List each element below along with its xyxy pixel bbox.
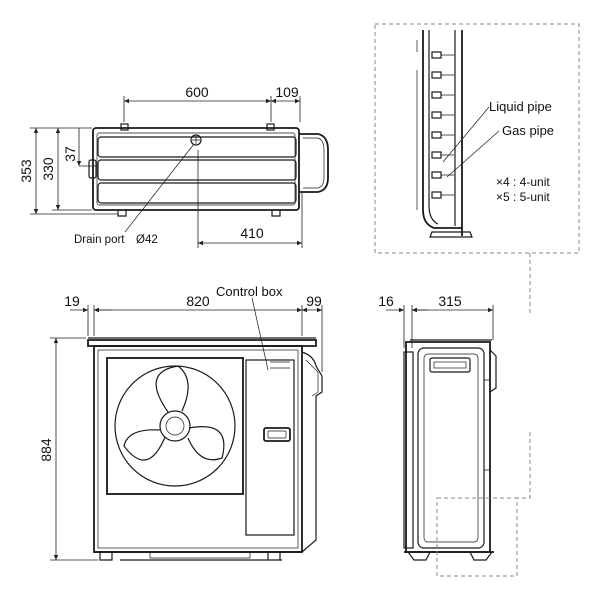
- front-width-label: 820: [186, 293, 210, 309]
- front-left-offset-label: 19: [64, 293, 80, 309]
- side-view: 16 315: [378, 293, 518, 577]
- side-left-offset-label: 16: [378, 293, 394, 309]
- front-height-label: 884: [38, 438, 54, 462]
- top-leg-label: 37: [62, 146, 78, 162]
- top-height-total-label: 353: [18, 159, 34, 183]
- side-depth-label: 315: [438, 293, 462, 309]
- top-offset-label: 109: [275, 84, 299, 100]
- liquid-pipe-label: Liquid pipe: [489, 99, 552, 114]
- gas-pipe-label: Gas pipe: [502, 123, 554, 138]
- front-right-offset-label: 99: [306, 293, 322, 309]
- control-box-label: Control box: [216, 284, 283, 299]
- front-view: Control box 19 820 99 884: [38, 284, 323, 561]
- top-height-body-label: 330: [40, 157, 56, 181]
- pipe-detail-inset: Liquid pipe Gas pipe ×4 : 4-unit ×5 : 5-…: [374, 23, 580, 499]
- units-5-label: ×5 : 5-unit: [496, 190, 550, 204]
- top-width-label: 600: [185, 84, 209, 100]
- drain-diameter-label: Ø42: [136, 234, 158, 246]
- top-depth-label: 410: [240, 225, 264, 241]
- drain-port-label: Drain port: [74, 234, 125, 246]
- top-view: 600 109 353 330 37 Drain port Ø42 410: [18, 84, 329, 248]
- units-4-label: ×4 : 4-unit: [496, 175, 550, 189]
